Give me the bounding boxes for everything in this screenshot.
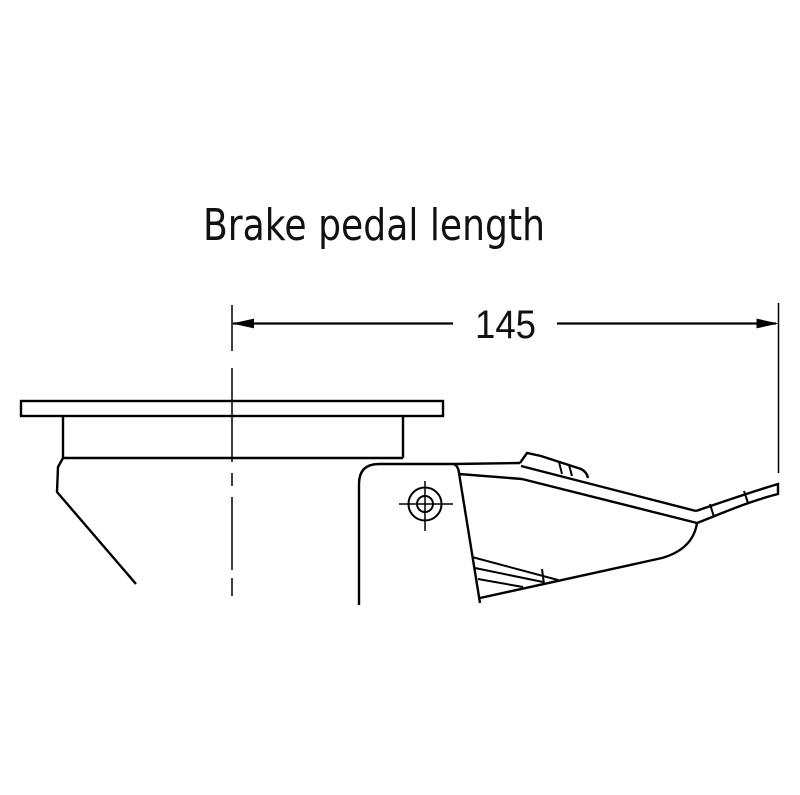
pedal-tail-tick (743, 490, 749, 504)
tread-hatch-tick (541, 568, 545, 585)
swivel-fork-outline (55, 457, 137, 585)
grip-tab-tick (568, 464, 573, 477)
pedal-top-edge (520, 464, 697, 513)
tread-hatch-line (474, 567, 544, 583)
pedal-tail-outline (695, 482, 780, 525)
pedal-arm-top-edge (452, 461, 521, 466)
pedal-bottom-edge (479, 522, 699, 600)
pedal-grip-tab (519, 451, 590, 479)
pedal-arm-bottom-edge (458, 472, 523, 481)
pedal-top-inner-edge (521, 477, 698, 525)
brake-bracket (357, 462, 482, 605)
page-title: Brake pedal length (203, 200, 545, 251)
right-arrowhead-icon (756, 318, 779, 329)
bracket-right-edge (452, 462, 482, 604)
top-plate-outline (19, 399, 445, 418)
pivot-hole (399, 481, 453, 531)
dimension-value: 145 (475, 303, 536, 347)
grip-tab-tick (558, 461, 563, 475)
dimension-145: 145 (231, 303, 780, 473)
brake-pedal (452, 451, 780, 600)
top-plate (19, 399, 445, 460)
tread-hatch-line (477, 578, 524, 588)
left-arrowhead-icon (232, 318, 254, 329)
pedal-tail-tick (709, 503, 715, 518)
pedal-tread-hatch (471, 556, 559, 588)
bracket-left-outline (357, 462, 453, 605)
